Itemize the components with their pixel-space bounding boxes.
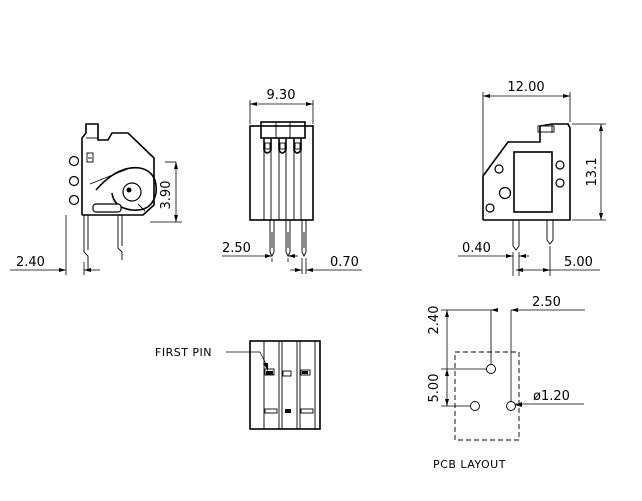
front-width-dim: 9.30	[267, 88, 296, 103]
pcb-hole-1	[486, 364, 496, 374]
left-height-dim: 3.90	[159, 181, 174, 210]
pin-pitch-dim: 2.50	[222, 241, 251, 256]
front-view	[249, 121, 314, 258]
side-height-dim: 13.1	[585, 158, 600, 187]
side-pin-pitch-dim: 5.00	[564, 255, 593, 270]
side-width-dim: 12.00	[507, 80, 544, 95]
left-side-view	[68, 123, 157, 270]
pcb-layout-label: PCB LAYOUT	[433, 458, 506, 471]
pcb-hole-2	[470, 401, 480, 411]
pcb-hole-3	[506, 401, 516, 411]
front-dimensions: 9.30 2.50 0.70	[222, 88, 362, 274]
pcb-pitch-h-dim: 2.50	[532, 295, 561, 310]
left-dimensions: 3.90 2.40	[10, 161, 182, 275]
first-pin-label: FIRST PIN	[155, 346, 212, 359]
pin-width-dim: 0.70	[330, 255, 359, 270]
right-side-view	[482, 123, 571, 251]
pcb-pitch-v-dim: 5.00	[427, 374, 442, 403]
left-offset-dim: 2.40	[16, 255, 45, 270]
right-dimensions: 12.00 13.1 0.40 5.00	[458, 80, 606, 276]
pcb-top-dim: 2.40	[427, 306, 442, 335]
pcb-hole-dim: ø1.20	[533, 389, 570, 404]
side-pin-offset-dim: 0.40	[462, 241, 491, 256]
bottom-view: FIRST PIN	[155, 340, 321, 430]
pcb-layout: 2.40 2.50 5.00 ø1.20 PCB LAYOUT	[427, 295, 585, 471]
